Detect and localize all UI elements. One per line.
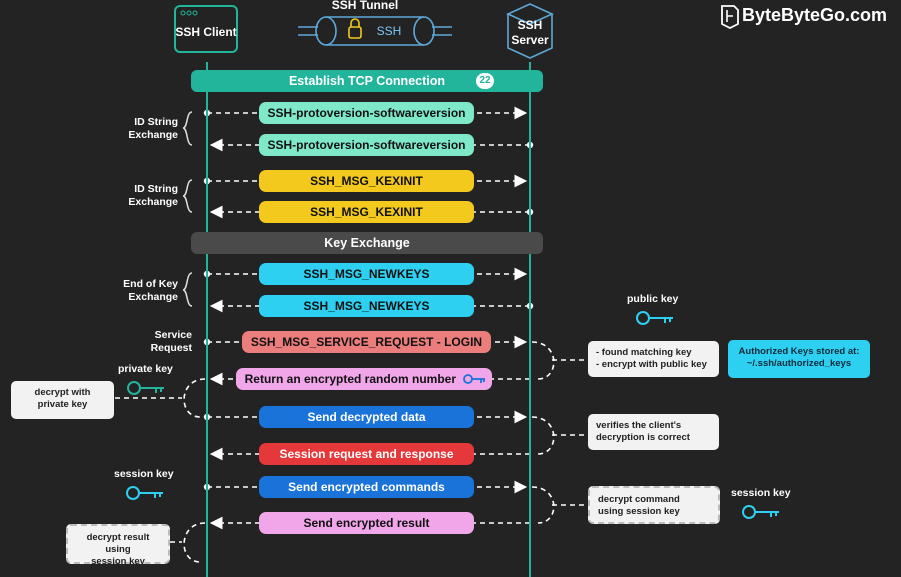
- client-lifeline: [206, 62, 208, 577]
- private-key-label: private key: [118, 363, 173, 375]
- server-stack-icon: [506, 3, 554, 59]
- msg-session-request: Session request and response: [259, 443, 474, 465]
- msg-encrypted-result: Send encrypted result: [259, 512, 474, 534]
- ssh-client-box: [174, 5, 238, 53]
- note-found-key: - found matching key- encrypt with publi…: [588, 341, 719, 377]
- port-badge: 22: [476, 73, 494, 89]
- ssh-client-label: SSH Client: [175, 25, 237, 39]
- msg-id-string-client: SSH-protoversion-softwareversion: [259, 102, 474, 124]
- msg-kexinit-server: SSH_MSG_KEXINIT: [259, 201, 474, 223]
- tcp-connection-label: Establish TCP Connection: [288, 74, 446, 88]
- msg-kexinit-client: SSH_MSG_KEXINIT: [259, 170, 474, 192]
- session-key-label-server: session key: [731, 487, 791, 499]
- brand-name: ByteByteGo.com: [742, 5, 888, 25]
- key-icon: [463, 374, 486, 384]
- public-key-label: public key: [627, 293, 679, 305]
- ssh-server-label-1: SSH: [517, 18, 543, 32]
- msg-id-string-server: SSH-protoversion-softwareversion: [259, 134, 474, 156]
- session-key-icon-client: [126, 486, 163, 500]
- msg-encrypted-commands: Send encrypted commands: [259, 476, 474, 498]
- ssh-tunnel-label: SSH Tunnel: [331, 0, 399, 12]
- msg-newkeys-server: SSH_MSG_NEWKEYS: [259, 295, 474, 317]
- msg-encrypted-random: Return an encrypted random number: [236, 368, 492, 390]
- session-key-icon-server: [742, 505, 779, 519]
- lock-icon: [348, 26, 362, 39]
- window-dots-icon: [180, 10, 198, 16]
- ssh-server-label-2: Server: [511, 33, 549, 47]
- bytebytego-logo-icon: [721, 5, 739, 30]
- key-exchange-bar: Key Exchange: [191, 232, 543, 254]
- msg-newkeys-client: SSH_MSG_NEWKEYS: [259, 263, 474, 285]
- session-key-label-client: session key: [114, 468, 174, 480]
- public-key-icon: [636, 311, 673, 325]
- msg-encrypted-random-label: Return an encrypted random number: [244, 372, 457, 386]
- tunnel-icon: [298, 16, 452, 46]
- msg-send-decrypted: Send decrypted data: [259, 406, 474, 428]
- server-lifeline: [529, 62, 531, 577]
- tcp-connection-bar: Establish TCP Connection: [191, 70, 543, 92]
- private-key-icon: [127, 381, 164, 395]
- tunnel-inner-label: SSH: [376, 24, 402, 38]
- key-exchange-label: Key Exchange: [324, 236, 410, 250]
- msg-service-request: SSH_MSG_SERVICE_REQUEST - LOGIN: [242, 331, 491, 353]
- note-authorized-keys: Authorized Keys stored at:~/.ssh/authori…: [728, 340, 870, 378]
